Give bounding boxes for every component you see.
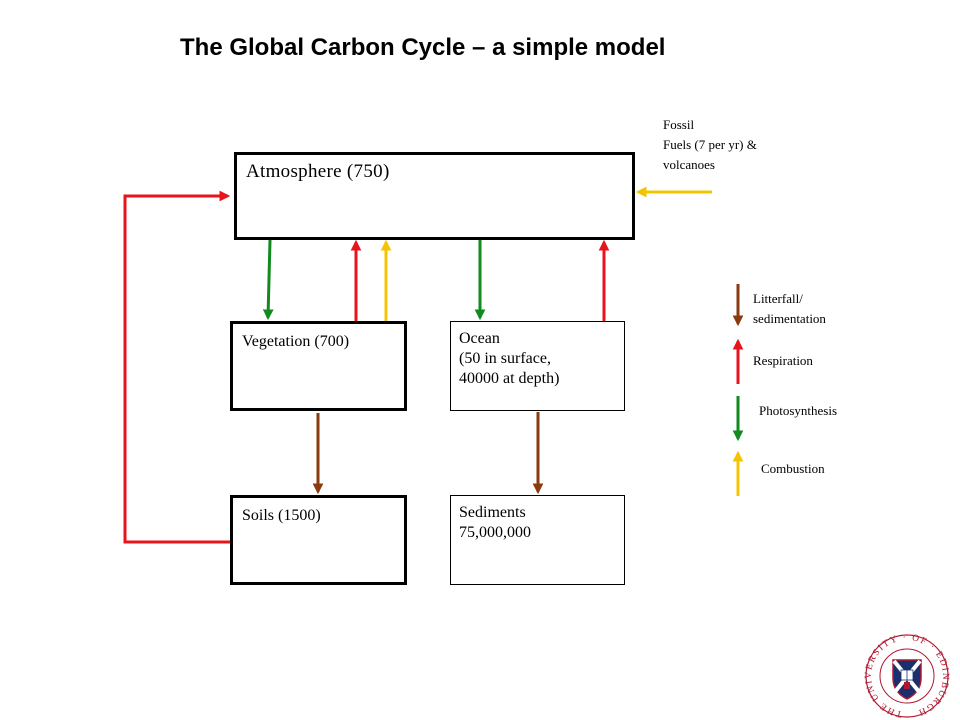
page-title: The Global Carbon Cycle – a simple model <box>180 34 666 61</box>
legend-photosynthesis-label: Photosynthesis <box>759 403 838 418</box>
atmosphere-box: Atmosphere (750) <box>234 152 635 240</box>
ocean-label-line: (50 in surface, <box>459 350 551 367</box>
fossil-fuels-label-line: Fossil <box>663 117 695 132</box>
legend-litterfall-label: Litterfall/ sedimentation <box>753 289 826 329</box>
respiration-arrow-soil-to-atm <box>123 190 231 544</box>
legend-respiration-label: Respiration <box>753 353 813 368</box>
legend-litterfall-line: sedimentation <box>753 311 826 326</box>
vegetation-box: Vegetation (700) <box>230 321 407 411</box>
atmosphere-label: Atmosphere (750) <box>246 161 390 182</box>
vegetation-label: Vegetation (700) <box>242 333 350 350</box>
sediments-label-line: 75,000,000 <box>459 524 531 541</box>
sediments-label-line: Sediments <box>459 504 526 521</box>
fossil-fuels-label: Fossil Fuels (7 per yr) & volcanoes <box>663 115 757 175</box>
crest-castle-icon <box>904 682 910 689</box>
soils-label: Soils (1500) <box>242 507 321 524</box>
sediments-box: Sediments 75,000,000 <box>450 495 625 585</box>
legend-combustion-label: Combustion <box>761 461 825 476</box>
sediments-label: Sediments 75,000,000 <box>459 503 531 543</box>
ocean-box: Ocean (50 in surface, 40000 at depth) <box>450 321 625 411</box>
soils-box: Soils (1500) <box>230 495 407 585</box>
legend-litterfall-line: Litterfall/ <box>753 291 803 306</box>
ocean-label-line: Ocean <box>459 330 500 347</box>
crest-outer-ring <box>865 634 949 718</box>
crest-inner-ring <box>879 648 935 704</box>
ocean-label: Ocean (50 in surface, 40000 at depth) <box>459 329 559 389</box>
fossil-fuels-label-line: Fuels (7 per yr) & <box>663 137 757 152</box>
university-crest-logo: THE UNIVERSITY · OF · EDINBURGH <box>864 633 949 718</box>
photosynthesis-arrow-atm-to-veg <box>262 239 274 321</box>
ocean-label-line: 40000 at depth) <box>459 370 560 387</box>
fossil-fuels-label-line: volcanoes <box>663 157 715 172</box>
